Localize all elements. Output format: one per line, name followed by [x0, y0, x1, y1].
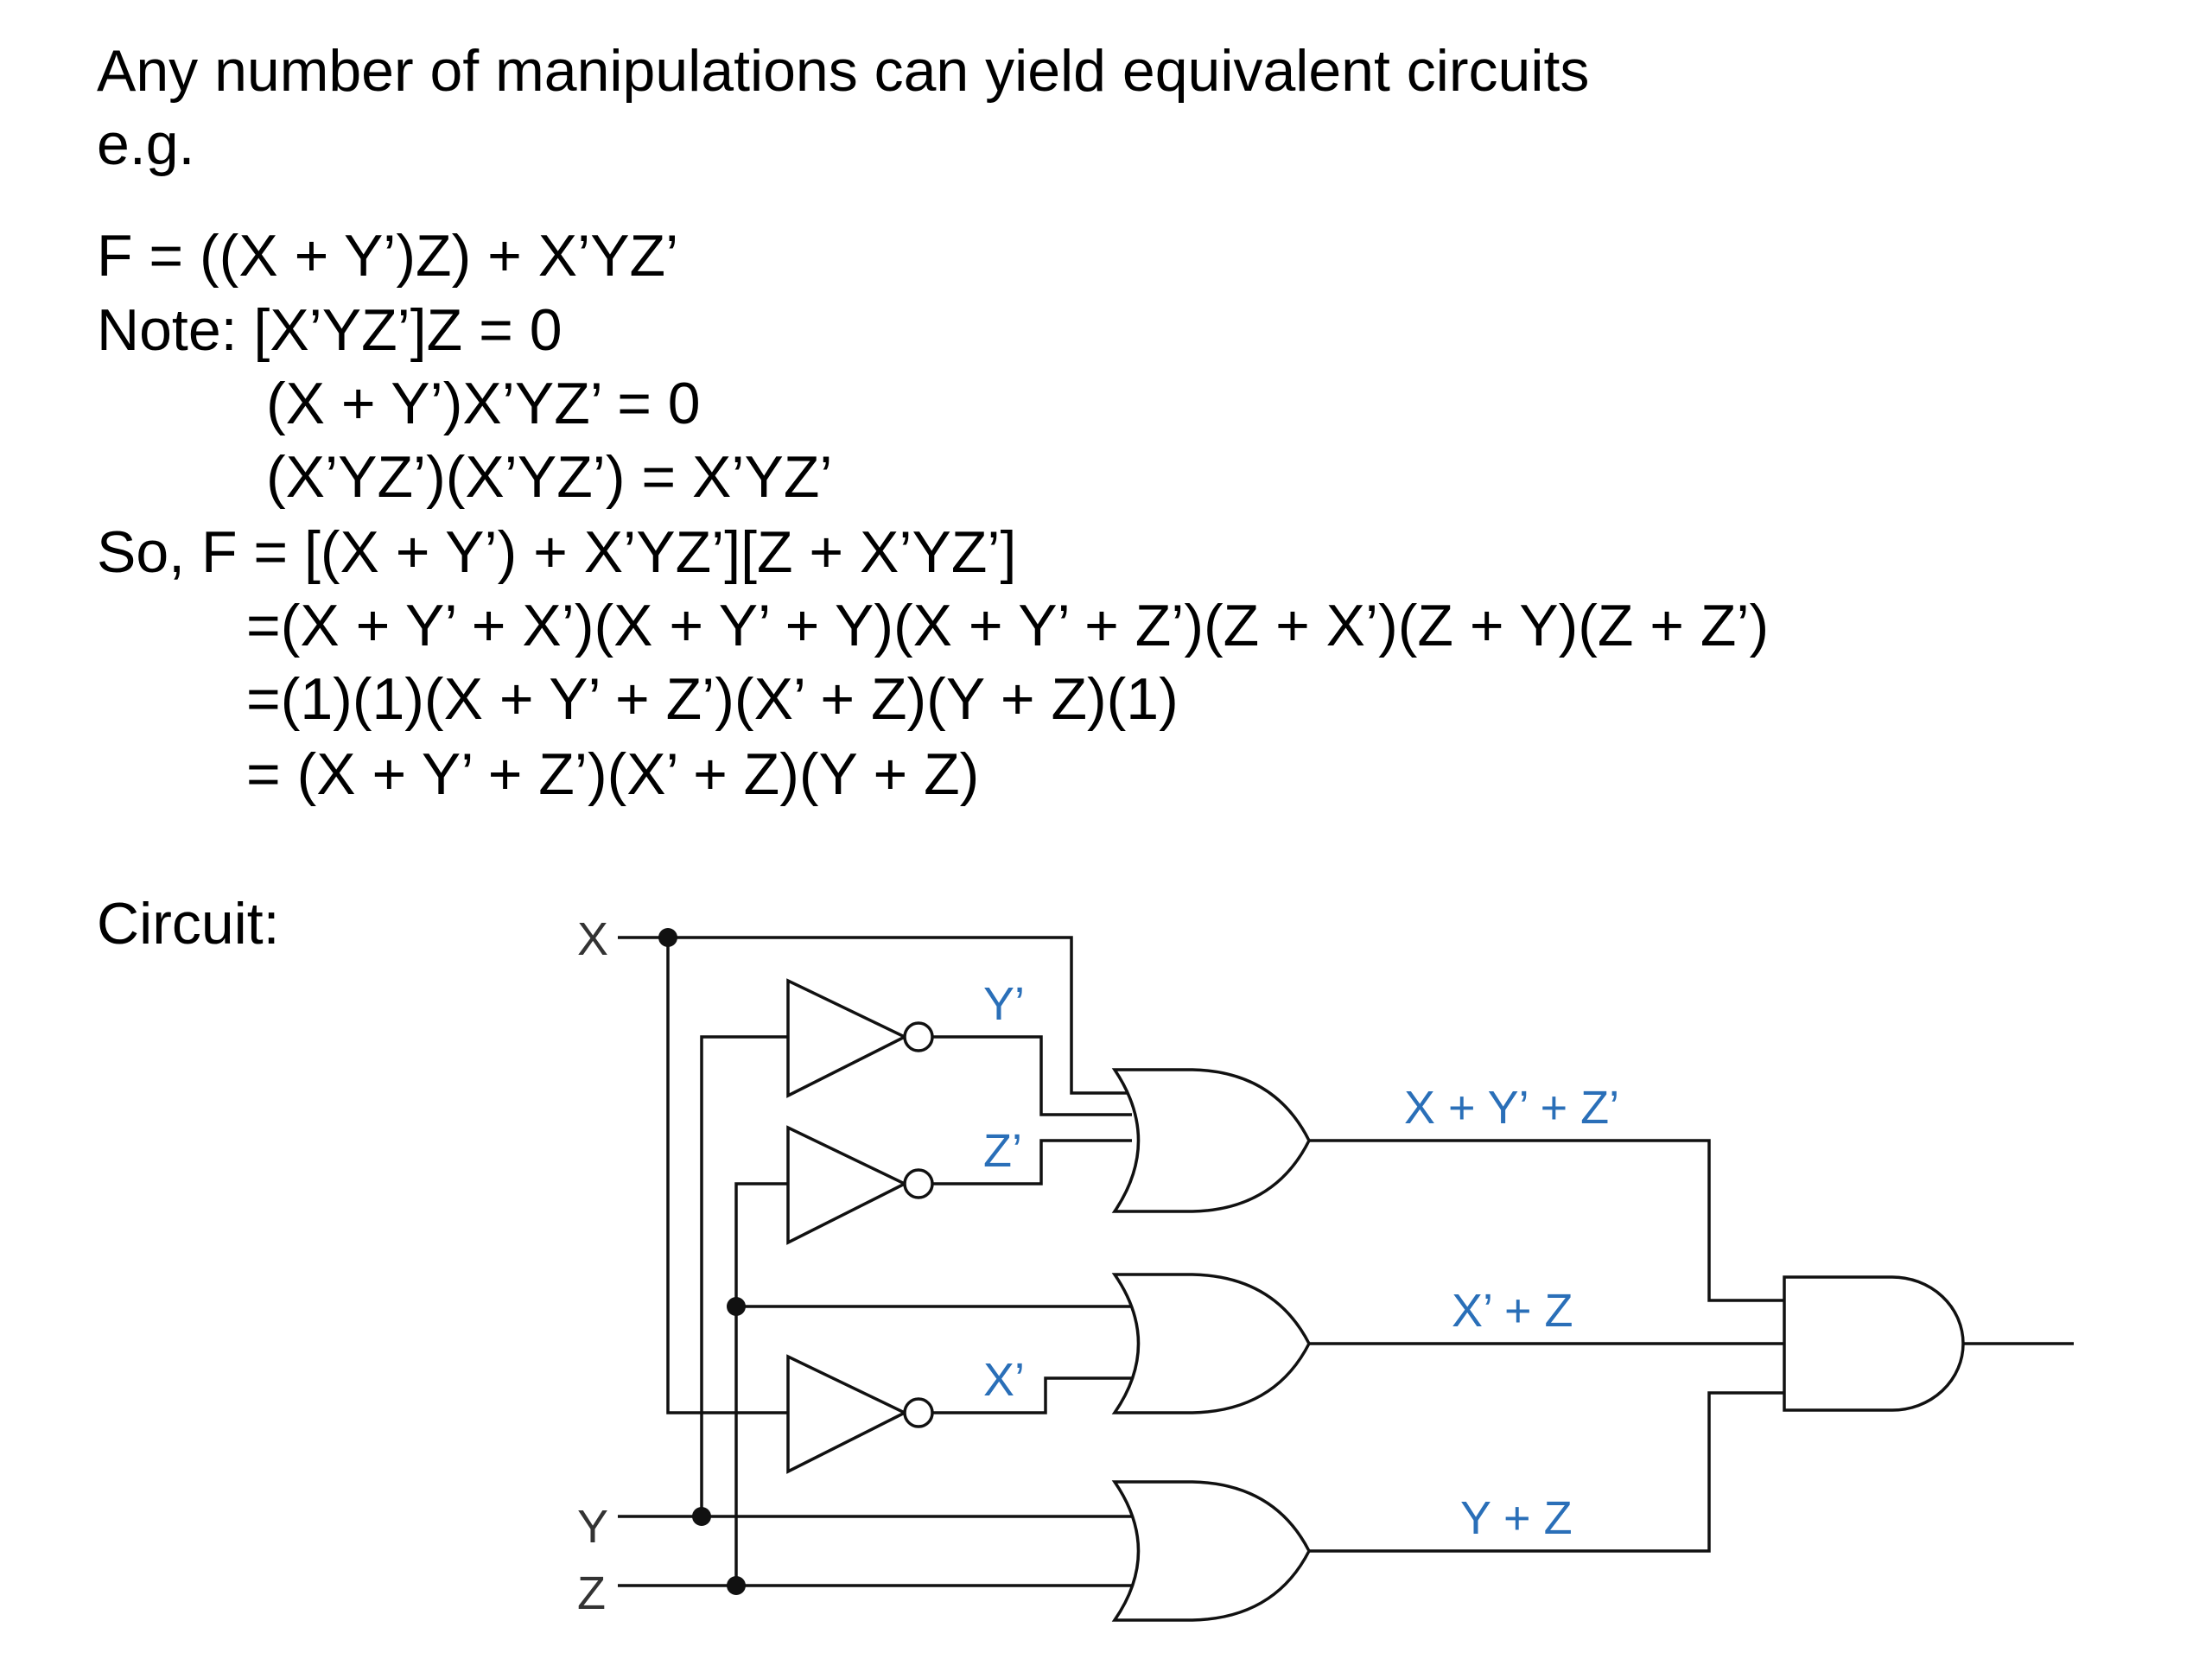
so-line: So, F = [(X + Y’) + X’YZ’][Z + X’YZ’]	[97, 519, 1017, 585]
inverter-x	[786, 1354, 934, 1474]
input-z-label: Z	[577, 1567, 606, 1619]
label-x-not: X’	[983, 1354, 1025, 1406]
or-gate-1	[1111, 1068, 1311, 1213]
inverter-z	[786, 1125, 934, 1245]
intro-text: Any number of manipulations can yield eq…	[97, 38, 1590, 104]
label-y-not: Y’	[983, 978, 1025, 1030]
note-line-1: Note: [X’YZ’]Z = 0	[97, 297, 563, 363]
and-gate	[1783, 1275, 1965, 1412]
junction-z	[727, 1576, 746, 1595]
input-x-label: X	[577, 913, 608, 965]
label-or3-output: Y + Z	[1460, 1492, 1573, 1544]
junction-y	[692, 1507, 711, 1526]
label-or2-output: X’ + Z	[1452, 1285, 1573, 1337]
step-1: =(X + Y’ + X’)(X + Y’ + Y)(X + Y’ + Z’)(…	[246, 593, 1770, 658]
f-definition: F = ((X + Y’)Z) + X’YZ’	[97, 223, 679, 289]
input-y-label: Y	[577, 1501, 608, 1553]
junction-x	[658, 928, 677, 947]
eg-text: e.g.	[97, 111, 195, 177]
inverter-y	[786, 978, 934, 1098]
circuit-label: Circuit:	[97, 891, 280, 957]
label-z-not: Z’	[983, 1125, 1022, 1177]
junction-z-or2	[727, 1297, 746, 1316]
step-3: = (X + Y’ + Z’)(X’ + Z)(Y + Z)	[246, 741, 980, 807]
or-gate-2	[1111, 1273, 1311, 1414]
note-line-3: (X’YZ’)(X’YZ’) = X’YZ’	[266, 444, 833, 510]
note-line-2: (X + Y’)X’YZ’ = 0	[266, 371, 701, 436]
label-or1-output: X + Y’ + Z’	[1404, 1082, 1619, 1134]
wires	[618, 936, 2074, 1587]
step-2: =(1)(1)(X + Y’ + Z’)(X’ + Z)(Y + Z)(1)	[246, 666, 1179, 732]
or-gate-3	[1111, 1480, 1311, 1622]
